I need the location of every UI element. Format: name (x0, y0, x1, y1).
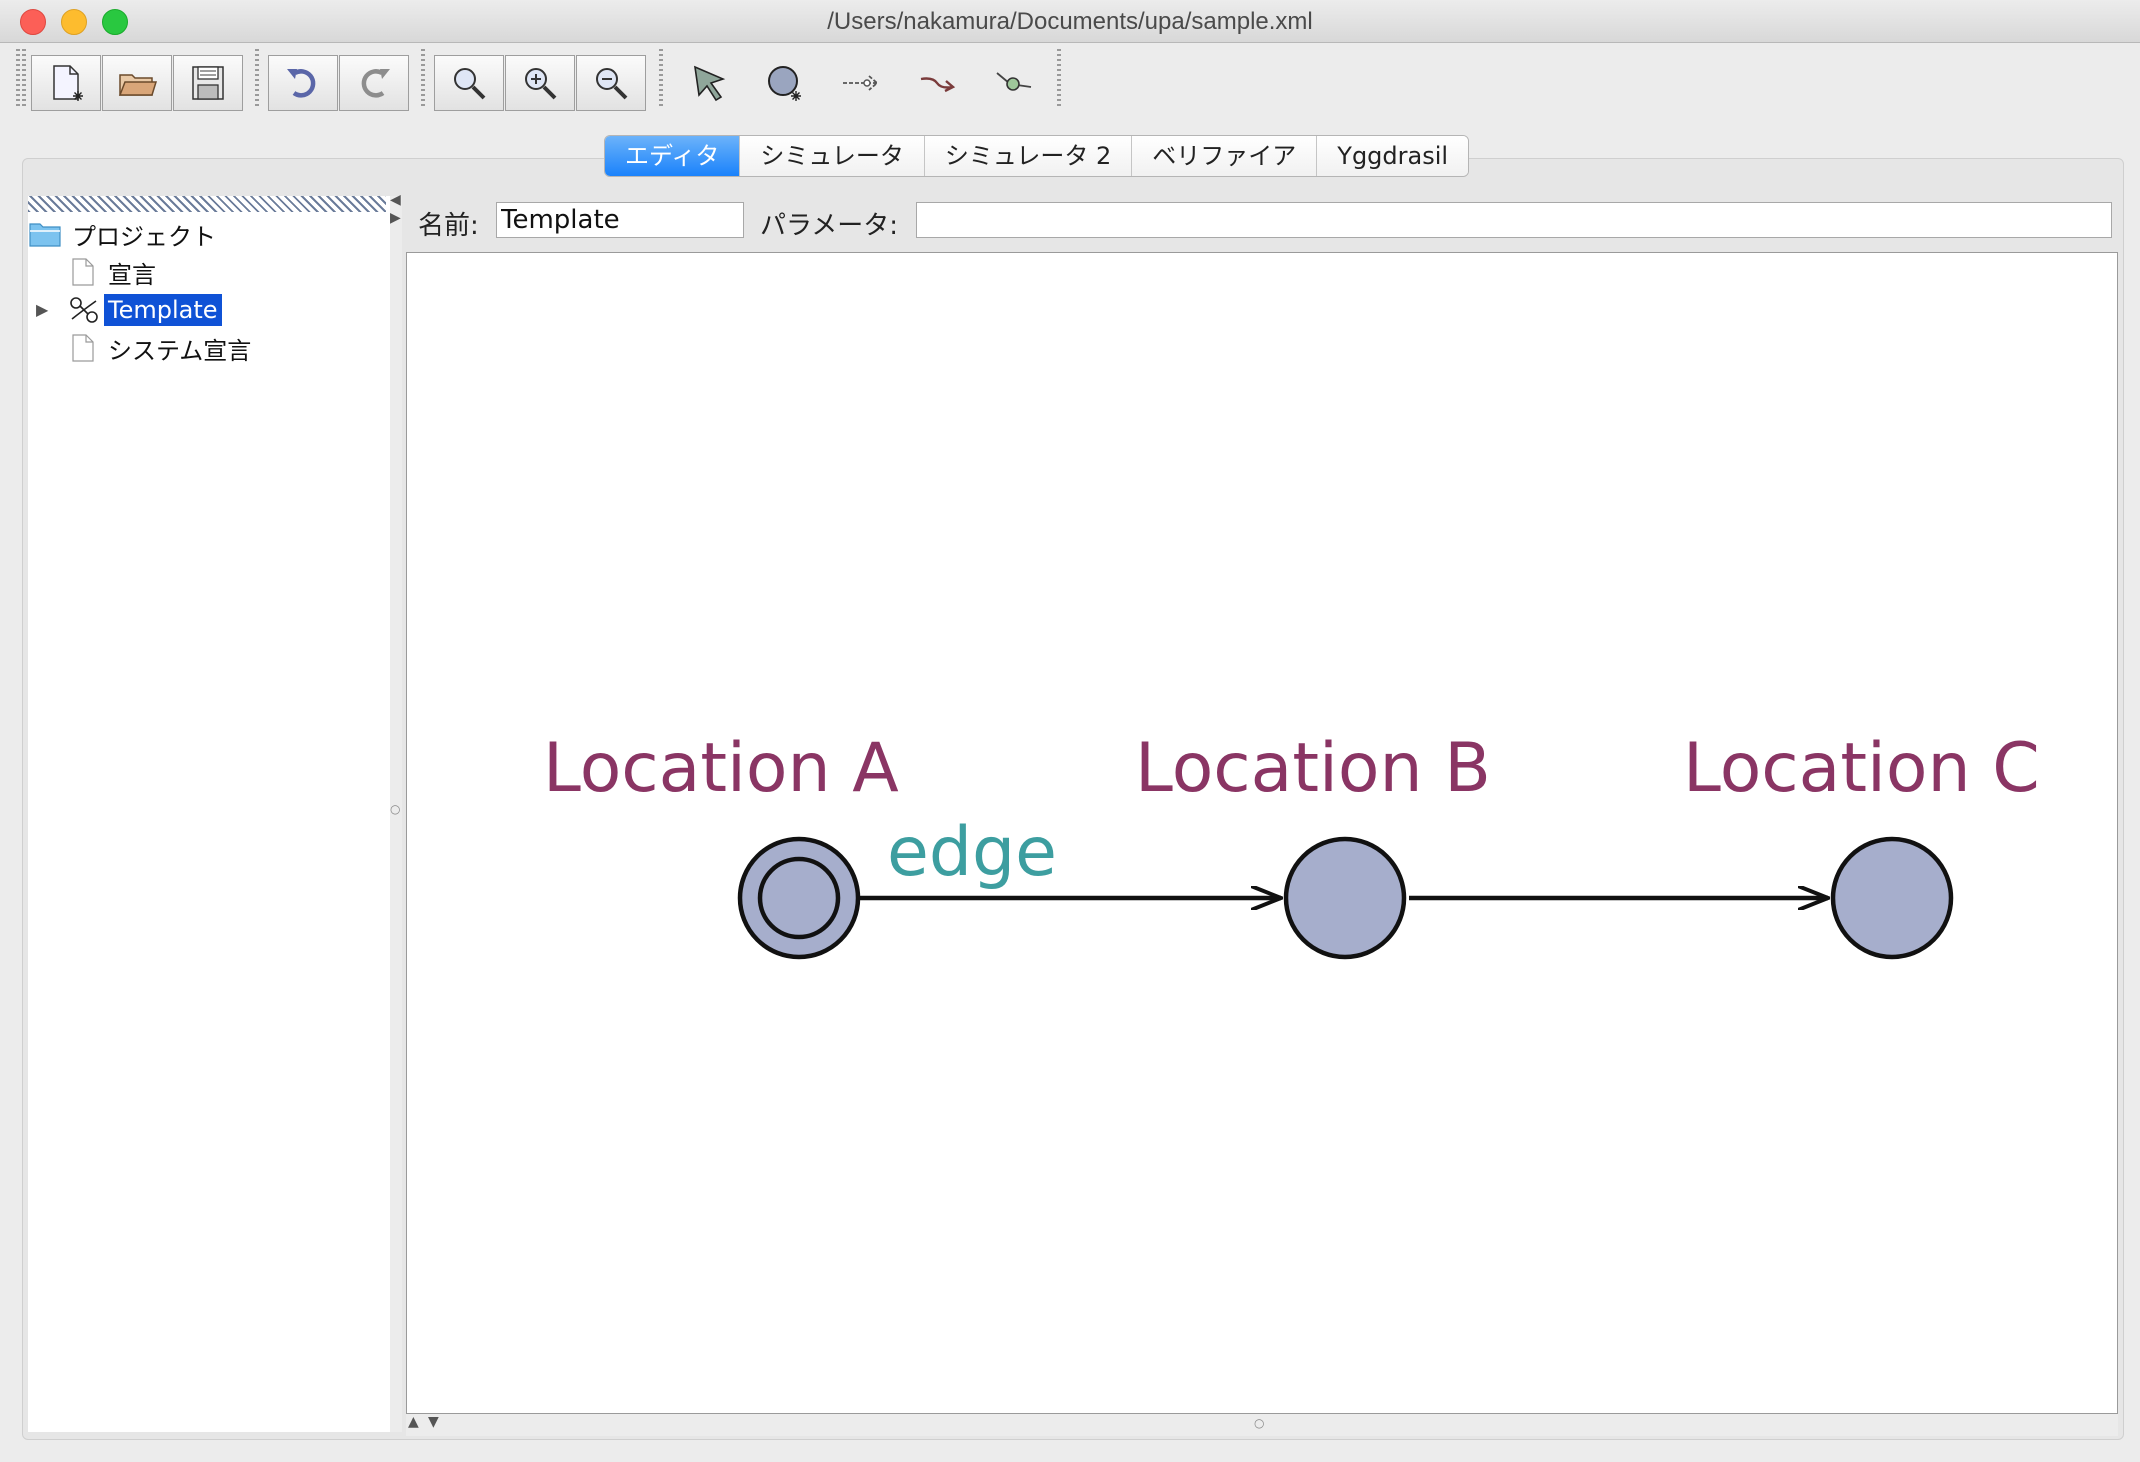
main-tabs: エディタ シミュレータ シミュレータ 2 ベリファイア Yggdrasil (604, 135, 1470, 177)
add-nail-button[interactable] (902, 55, 972, 111)
document-icon (72, 334, 94, 362)
collapse-left-icon[interactable]: ◀ (390, 192, 401, 208)
tree-item-declarations[interactable]: 宣言 (70, 255, 160, 289)
zoom-in-icon (525, 68, 557, 100)
zoom-out-icon (596, 68, 628, 100)
zoom-icon (454, 68, 486, 100)
new-document-button[interactable] (31, 55, 101, 111)
add-edge-button[interactable] (826, 55, 896, 111)
add-branchpoint-button[interactable] (978, 55, 1048, 111)
name-label: 名前: (418, 211, 479, 241)
scroll-grip-icon[interactable]: ○ (1254, 1416, 1265, 1430)
document-icon (72, 258, 94, 286)
location-b[interactable] (1283, 836, 1407, 960)
horizontal-scrollbar[interactable]: ▲ ▼ ○ (406, 1414, 2118, 1436)
expand-arrow-icon[interactable]: ▶ (36, 300, 49, 319)
tab-editor[interactable]: エディタ (605, 136, 741, 176)
tab-yggdrasil[interactable]: Yggdrasil (1317, 136, 1469, 176)
toolbar-separator (659, 49, 663, 109)
tree-item-label: Template (104, 294, 222, 326)
tree-header-hatch (28, 196, 386, 212)
tab-verifier[interactable]: ベリファイア (1132, 136, 1318, 176)
tab-simulator-2[interactable]: シミュレータ 2 (924, 136, 1133, 176)
tree-item-label: システム宣言 (108, 336, 252, 365)
expand-right-icon[interactable]: ▶ (390, 210, 401, 226)
zoom-out-button[interactable] (576, 55, 646, 111)
location-b-label[interactable]: Location B (1135, 729, 1491, 808)
parameters-input[interactable] (916, 202, 2112, 238)
add-edge-icon (843, 75, 879, 91)
toolbar-separator (255, 49, 259, 109)
divider-grip-icon[interactable]: ○ (390, 802, 401, 816)
zoom-in-button[interactable] (505, 55, 575, 111)
automaton-drawing (737, 836, 1954, 960)
tree-item-system-declarations[interactable]: システム宣言 (70, 331, 255, 365)
toolbar-grip[interactable] (22, 49, 26, 109)
redo-icon (361, 69, 390, 98)
tab-simulator[interactable]: シミュレータ (740, 136, 925, 176)
tree-item-label: プロジェクト (72, 222, 216, 251)
location-c[interactable] (1830, 836, 1954, 960)
location-a-label[interactable]: Location A (543, 729, 899, 808)
window-title: /Users/nakamura/Documents/upa/sample.xml (827, 8, 1313, 35)
new-document-icon (53, 65, 83, 101)
edge-label[interactable]: edge (887, 813, 1057, 892)
title-bar: /Users/nakamura/Documents/upa/sample.xml (0, 0, 2140, 43)
select-tool-icon (694, 65, 726, 102)
undo-button[interactable] (268, 55, 338, 111)
scroll-down-icon[interactable]: ▼ (428, 1414, 439, 1430)
select-tool-button[interactable] (674, 55, 744, 111)
tree-item-template[interactable]: Template (68, 293, 222, 327)
undo-icon (287, 69, 316, 98)
toolbar-separator (1057, 49, 1061, 109)
automaton-canvas[interactable]: Location A Location B Location C edge (406, 252, 2118, 1414)
add-location-button[interactable] (750, 55, 820, 111)
toolbar-grip[interactable] (16, 49, 20, 109)
tree-item-project[interactable]: プロジェクト (28, 217, 220, 251)
redo-button[interactable] (339, 55, 409, 111)
name-input[interactable] (496, 202, 744, 238)
parameters-label: パラメータ: (760, 211, 898, 241)
add-nail-icon (920, 77, 956, 93)
folder-icon (29, 223, 61, 247)
minimize-window-button[interactable] (61, 9, 87, 35)
open-button[interactable] (102, 55, 172, 111)
location-c-label[interactable]: Location C (1683, 729, 2040, 808)
tree-item-label: 宣言 (108, 260, 156, 289)
project-tree (28, 196, 390, 1432)
add-location-icon (768, 66, 801, 101)
initial-location-marker (757, 856, 841, 940)
close-window-button[interactable] (20, 9, 46, 35)
open-folder-icon (118, 74, 158, 96)
add-branchpoint-icon (996, 72, 1032, 91)
save-icon (192, 66, 224, 100)
location-a[interactable] (737, 836, 861, 960)
split-pane-divider[interactable]: ◀ ▶ ○ (390, 192, 402, 1432)
save-button[interactable] (173, 55, 243, 111)
toolbar-separator (421, 49, 425, 109)
zoom-window-button[interactable] (102, 9, 128, 35)
scroll-up-icon[interactable]: ▲ (408, 1414, 419, 1430)
template-automaton-icon (70, 297, 98, 323)
zoom-button[interactable] (434, 55, 504, 111)
toolbar (0, 43, 2140, 121)
